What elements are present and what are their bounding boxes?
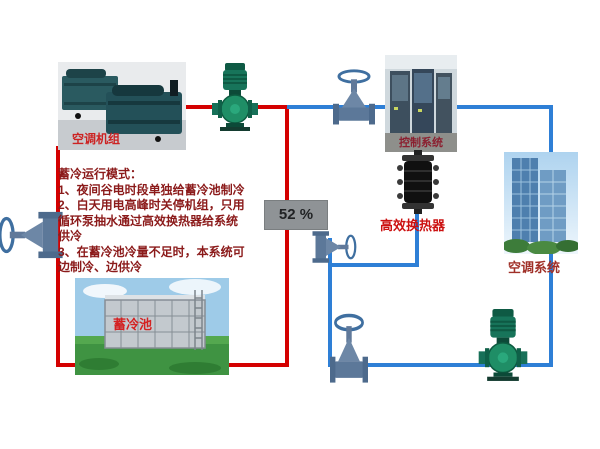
percent-badge: 52 % [264, 200, 328, 230]
operation-mode-text: 蓄冷运行模式： 1、夜间谷电时段单独给蓄冷池制冷 2、白天用电高峰时关停机组，只… [58, 167, 272, 276]
heat-exchanger-label: 高效换热器 [380, 218, 446, 233]
control-system-image: 控制系统 [385, 55, 457, 152]
chiller-label: 空调机组 [72, 132, 121, 146]
pipe-exchanger-down [415, 212, 419, 267]
pump-top [212, 62, 258, 132]
building-graphic [504, 152, 578, 254]
valve-bottom [330, 312, 368, 392]
valve-icon [330, 313, 368, 383]
valve-left [0, 211, 68, 259]
control-cabinets-graphic [385, 55, 457, 152]
storage-tank-image: 蓄冷池 [75, 278, 229, 375]
pump-icon [478, 309, 528, 381]
tank-graphic [75, 278, 229, 375]
valve-icon [333, 69, 375, 125]
ac-system-building-image [504, 152, 578, 254]
legend-heading: 蓄冷运行模式： [58, 167, 143, 181]
heat-exchanger-image [394, 150, 442, 214]
control-system-label: 控制系统 [399, 137, 443, 149]
chiller-graphic [58, 62, 186, 150]
legend-line: 1、夜间谷电时段单独给蓄冷池制冷 [58, 182, 245, 197]
chiller-image: 空调机组 [58, 62, 186, 150]
pump-icon [212, 63, 258, 131]
valve-icon [312, 231, 357, 263]
ac-system-label: 空调系统 [508, 260, 561, 275]
legend-line: 边制冷、边供冷 [58, 260, 143, 274]
pipe-exchanger-left-vertical [328, 238, 332, 367]
legend-line: 3、在蓄冷池冷量不足时，本系统可 [58, 244, 245, 259]
legend-line: 循环泵抽水通过高效换热器给系统 [58, 213, 239, 228]
pipe-exchanger-bottom-horizontal [328, 263, 419, 267]
pump-bottom [478, 308, 528, 382]
legend-line: 2、白天用电高峰时关停机组，只用 [58, 198, 245, 212]
heat-exchanger-graphic [397, 150, 439, 214]
valve-icon [0, 211, 63, 259]
storage-tank-label: 蓄冷池 [113, 317, 153, 332]
pipe-chiller-right-vertical [285, 105, 289, 367]
pipe-system-return-bottom [330, 363, 553, 367]
legend-line: 供冷 [58, 229, 83, 243]
pipe-chiller-supply-top [120, 105, 287, 109]
valve-middle [298, 226, 366, 268]
valve-top [333, 68, 375, 132]
